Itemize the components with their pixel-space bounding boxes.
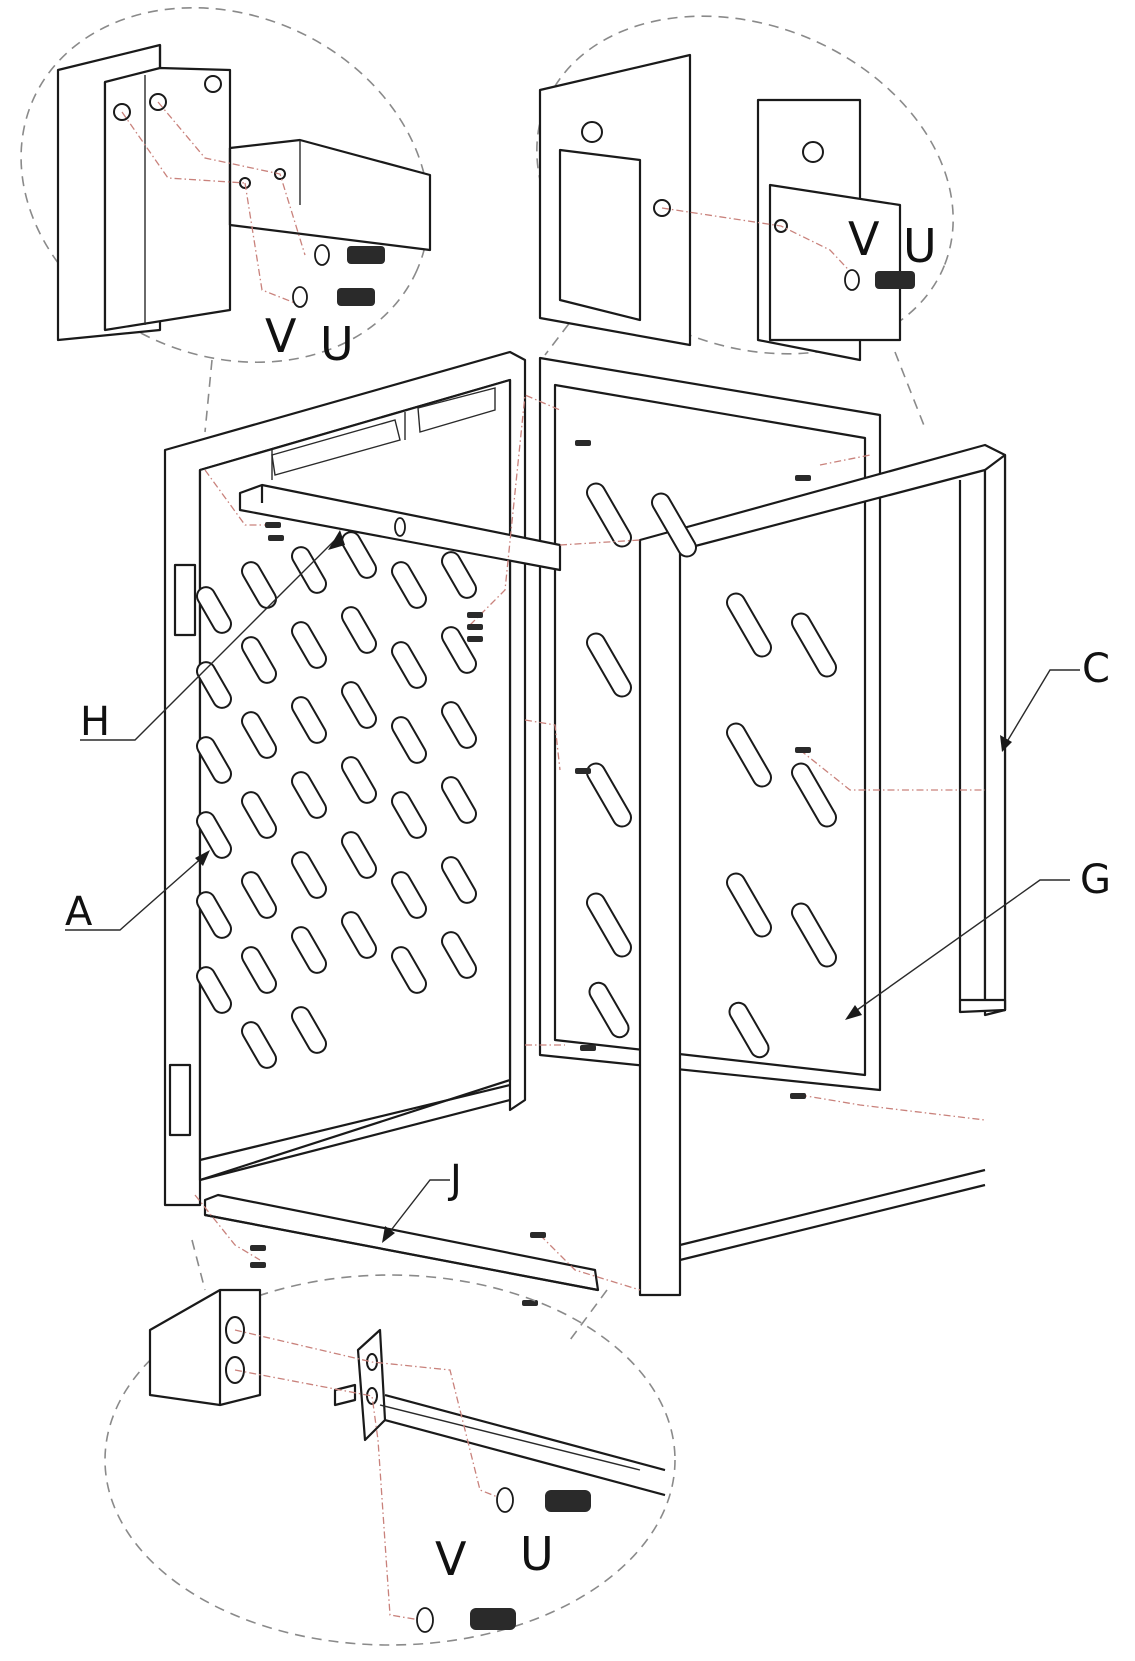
part-label-c: C: [1082, 646, 1110, 692]
detail-top-left-screw-label: U: [320, 317, 354, 371]
detail-callout-top-left: V U: [20, 6, 432, 433]
detail-bottom-screw-label: U: [520, 1527, 554, 1581]
part-label-g: G: [1080, 857, 1111, 903]
part-callouts: H A C G J: [65, 530, 1111, 1243]
detail-callout-bottom: V U: [104, 1239, 676, 1646]
panel-g-slots: [586, 482, 837, 1059]
part-j-bar: [203, 1193, 600, 1292]
part-label-j: J: [447, 1157, 462, 1203]
part-label-h: H: [80, 699, 110, 745]
detail-callout-top-right: V U: [536, 15, 954, 429]
detail-top-right-washer-label: V: [848, 212, 880, 266]
part-label-a: A: [65, 889, 93, 935]
detail-bottom-washer-label: V: [435, 1532, 467, 1586]
detail-top-left-washer-label: V: [265, 309, 297, 363]
panel-a-slots: [196, 531, 477, 1069]
main-assembly: [163, 350, 1007, 1306]
detail-top-right-screw-label: U: [903, 219, 937, 273]
